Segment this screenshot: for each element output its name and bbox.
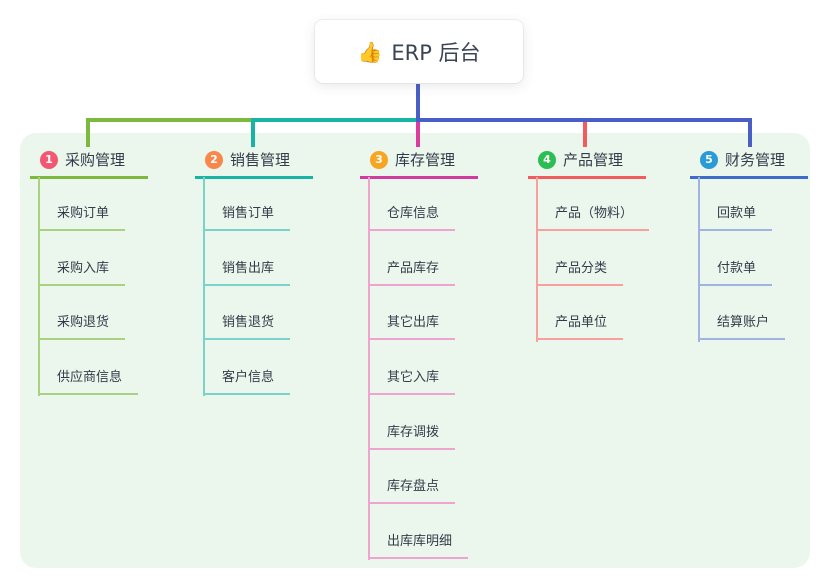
branch-finance-header[interactable]: 5 财务管理 [690,147,808,179]
connector-bus-segment-2 [251,118,418,122]
child-node[interactable]: 采购订单 [38,205,126,231]
child-node[interactable]: 销售出库 [203,260,291,286]
branch-inventory-spine [368,177,370,560]
child-node[interactable]: 产品（物料） [536,205,650,231]
branch-inventory-header[interactable]: 3 库存管理 [360,147,478,179]
badge-5: 5 [700,150,718,169]
child-node[interactable]: 采购入库 [38,260,126,286]
branch-sales-label: 销售管理 [230,151,291,169]
branch-product-header[interactable]: 4 产品管理 [528,147,646,179]
child-node[interactable]: 其它出库 [368,314,456,340]
child-node[interactable]: 仓库信息 [368,205,456,231]
child-node[interactable]: 采购退货 [38,314,126,340]
branch-purchase-spine [38,177,40,396]
child-node[interactable]: 供应商信息 [38,369,139,395]
connector-root-drop [416,83,420,120]
branch-product-spine [536,177,538,342]
connector-drop-sales [251,120,255,147]
badge-2: 2 [205,150,223,169]
child-node[interactable]: 产品单位 [536,314,624,340]
connector-drop-product [583,122,587,147]
root-node-label: ERP 后台 [391,40,481,65]
child-node[interactable]: 结算账户 [698,314,786,340]
child-node[interactable]: 其它入库 [368,369,456,395]
badge-1: 1 [40,150,58,169]
branch-product-label: 产品管理 [563,151,624,169]
child-node[interactable]: 销售订单 [203,205,291,231]
connector-bus-segment-3 [416,118,752,122]
child-node[interactable]: 客户信息 [203,369,291,395]
connector-drop-finance [748,120,752,147]
connector-drop-inventory [416,122,420,147]
branch-inventory-label: 库存管理 [395,151,456,169]
child-node[interactable]: 付款单 [698,260,773,286]
branch-purchase-header[interactable]: 1 采购管理 [30,147,148,179]
connector-bus-segment-1 [86,118,254,122]
thumbs-up-icon: 👍 [357,39,383,64]
child-node[interactable]: 产品分类 [536,260,624,286]
connector-drop-purchase [86,120,90,147]
child-node[interactable]: 销售退货 [203,314,291,340]
branch-purchase-label: 采购管理 [65,151,126,169]
branch-sales-spine [203,177,205,396]
branches-panel [20,133,810,568]
child-node[interactable]: 回款单 [698,205,773,231]
badge-4: 4 [538,150,556,169]
branch-finance-label: 财务管理 [725,151,786,169]
child-node[interactable]: 库存调拨 [368,424,456,450]
branch-finance-spine [698,177,700,342]
child-node[interactable]: 出库库明细 [368,533,469,559]
branch-sales-header[interactable]: 2 销售管理 [195,147,313,179]
root-node[interactable]: 👍 ERP 后台 [315,20,523,83]
child-node[interactable]: 产品库存 [368,260,456,286]
child-node[interactable]: 库存盘点 [368,478,456,504]
badge-3: 3 [370,150,388,169]
